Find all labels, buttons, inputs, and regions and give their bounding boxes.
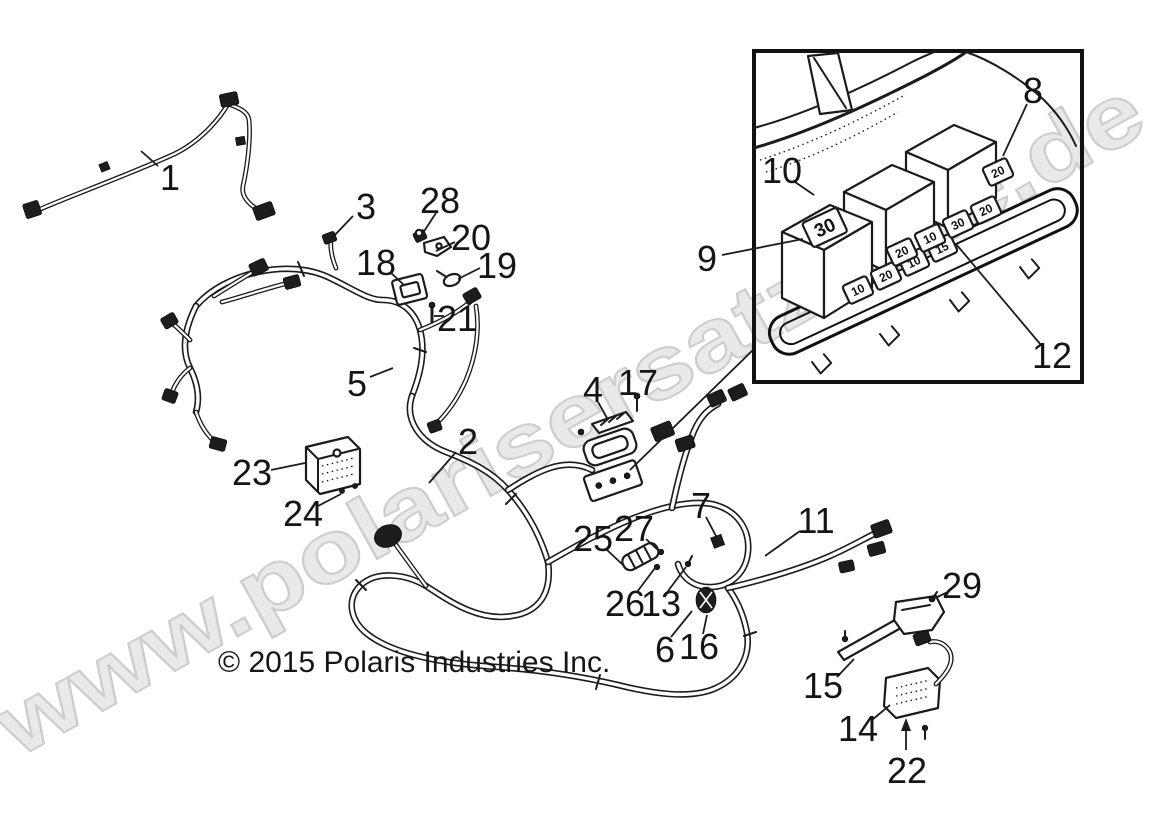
- fusebox-hooks: [811, 258, 1041, 375]
- fusebox-cover: [752, 50, 1077, 173]
- callout-11: 11: [797, 500, 834, 541]
- main-harness: [160, 229, 893, 698]
- callout-17: 17: [618, 362, 658, 403]
- callout-leader-19: [457, 267, 481, 280]
- callout-26: 26: [605, 583, 645, 624]
- svg-text:20: 20: [989, 163, 1007, 181]
- callout-leader-4: [597, 401, 608, 419]
- callout-leader-1: [140, 150, 159, 167]
- svg-text:30: 30: [949, 215, 967, 233]
- callout-9: 9: [697, 238, 717, 279]
- svg-text:20: 20: [893, 243, 911, 261]
- svg-text:10: 10: [921, 229, 939, 247]
- callout-leader-13: [667, 566, 687, 592]
- callout-leader-28: [420, 212, 437, 237]
- callout-14: 14: [838, 708, 878, 749]
- callout-leader-9: [721, 238, 804, 256]
- callout-25: 25: [573, 518, 613, 559]
- conduit-25: [621, 542, 660, 572]
- callout-6: 6: [655, 629, 675, 670]
- callout-19: 19: [477, 245, 517, 286]
- part1-wire: [22, 91, 276, 221]
- callout-4: 4: [583, 369, 603, 410]
- callout-leader-3: [331, 215, 354, 239]
- callout-leader-29: [934, 591, 949, 599]
- inset-fusebox: 30 10 20 10 15 20 10 30 20 20: [629, 49, 1084, 471]
- callout-16: 16: [679, 626, 719, 667]
- svg-text:10: 10: [849, 281, 867, 299]
- wiring-harness-art: [22, 91, 954, 740]
- callout-22: 22: [887, 750, 927, 791]
- callout-27: 27: [614, 508, 654, 549]
- ecu-23: [304, 435, 362, 496]
- callout-leader-26: [636, 567, 656, 593]
- callout-13: 13: [641, 583, 681, 624]
- callout-leader-14: [871, 704, 891, 721]
- callout-2: 2: [458, 421, 478, 462]
- callout-leader-7: [705, 516, 717, 537]
- copyright-text: © 2015 Polaris Industries Inc.: [218, 646, 610, 679]
- callout-leader-6: [670, 610, 693, 638]
- callout-leader-23: [270, 462, 306, 471]
- callout-24: 24: [283, 493, 323, 534]
- callout-leader-10: [794, 181, 815, 196]
- callout-leader-2: [428, 451, 457, 484]
- bracket-15: [836, 591, 946, 662]
- callout-28: 28: [420, 180, 460, 221]
- callout-leader-18: [389, 271, 405, 286]
- fasteners-26-27-13: [653, 548, 693, 571]
- callout-10: 10: [762, 150, 802, 191]
- callout-leader-15: [836, 658, 855, 678]
- svg-text:20: 20: [977, 201, 995, 219]
- callout-23: 23: [232, 452, 272, 493]
- callout-3: 3: [356, 186, 376, 227]
- callout-7: 7: [691, 485, 711, 526]
- callout-29: 29: [942, 565, 982, 606]
- callout-leader-27: [645, 538, 660, 552]
- module-14: [882, 629, 954, 740]
- callout-18: 18: [356, 242, 396, 283]
- svg-text:20: 20: [877, 267, 895, 285]
- callout-leader-20: [435, 241, 456, 252]
- callout-12: 12: [1032, 335, 1072, 376]
- callout-leader-12: [955, 243, 1042, 346]
- fuse-holder-4: [577, 392, 643, 503]
- callout-leader-5: [369, 367, 394, 378]
- inset-leader-line: [629, 348, 755, 471]
- callout-20: 20: [451, 217, 491, 258]
- callout-leader-25: [605, 548, 624, 566]
- callout-15: 15: [803, 665, 843, 706]
- callout-leader-8: [1002, 103, 1028, 157]
- callout-1: 1: [160, 157, 180, 198]
- callout-5: 5: [347, 363, 367, 404]
- inset-border: [752, 49, 1084, 384]
- grommet-16: [695, 586, 717, 614]
- callout-8: 8: [1023, 70, 1043, 111]
- callout-leader-16: [702, 614, 708, 635]
- fusebox-fuses: 10 20 10 15 20 10 30 20 20: [841, 157, 1015, 305]
- callout-leader-24: [317, 493, 342, 507]
- callout-21: 21: [437, 298, 477, 339]
- callout-arrowhead-22: [901, 718, 911, 731]
- callout-leader-11: [764, 530, 801, 557]
